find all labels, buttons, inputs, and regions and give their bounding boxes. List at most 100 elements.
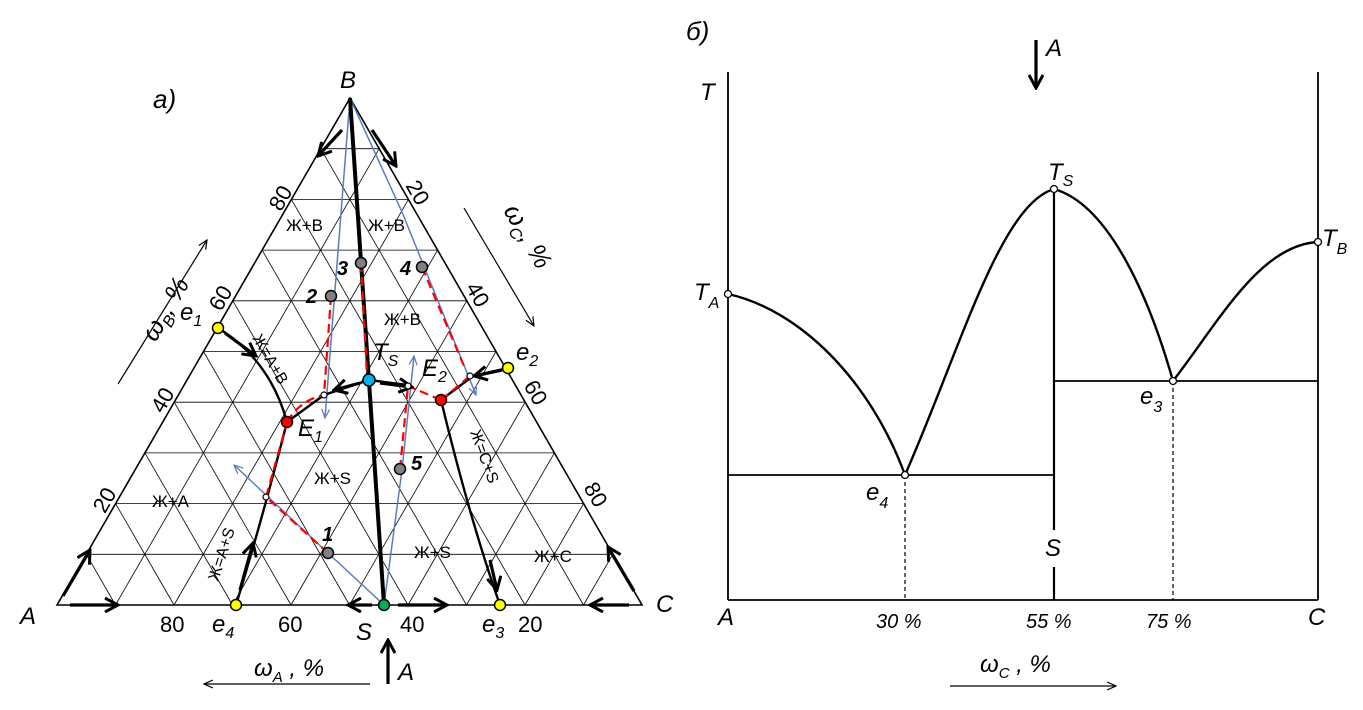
point-e4-binary [900,470,910,480]
point-ta [723,289,733,299]
point-1 [321,546,335,560]
direction-arrows [61,128,636,684]
compound-s-label: S [356,619,372,646]
svg-text:20: 20 [518,612,542,637]
special-points [211,256,515,612]
svg-text:60: 60 [204,281,238,315]
axis-c-label: ωC, % [494,199,558,276]
boundary-curves [217,326,509,606]
label-ta: TA [694,279,719,312]
vertex-c-label: C [656,591,674,618]
tie-lines [234,97,476,606]
label-e1: e1 [180,299,202,330]
point-tb [1313,237,1323,247]
point-E2 [434,393,448,407]
vertex-a-label: A [18,603,36,630]
svg-text:Ж+S: Ж+S [314,469,351,488]
join-line-b-s [348,97,386,606]
svg-text:Ж+B: Ж+B [384,310,421,329]
grid-line [115,503,175,606]
binary-diagram: б) T A TA TS TB e3 e4 S A C 30 % 55 % 75… [686,16,1348,686]
svg-text:2: 2 [305,286,317,308]
ternary-diagram: а) B A C S A 80 60 40 20 20 40 60 80 20 … [18,67,674,686]
x-end-c: C [1308,604,1326,631]
svg-text:3: 3 [337,258,348,280]
svg-text:80: 80 [264,181,298,215]
curve-labels: Ж=A+B Ж=A+S Ж=C+S [206,332,502,584]
grid-line [524,503,584,606]
svg-text:4: 4 [399,258,411,280]
ticks-a: 80 60 40 20 [160,612,542,637]
x-end-a: A [716,604,734,631]
x-tick-30: 30 % [876,611,922,633]
svg-text:60: 60 [278,612,302,637]
right-panel-label: б) [686,16,709,46]
region-labels: Ж+B Ж+B Ж+B Ж+A Ж+S Ж+S Ж+C [152,216,572,566]
grid-line [144,452,233,606]
label-E2: E2 [422,355,447,386]
point-5 [393,462,407,476]
label-tb: TB [1322,225,1348,258]
vertex-b-label: B [340,67,356,94]
point-e4 [229,598,243,612]
svg-text:Ж+B: Ж+B [286,216,323,235]
binary-points [723,184,1323,480]
point-e1 [211,321,225,335]
arrow-a-label: A [396,659,414,686]
grid-line [173,402,292,606]
label-E1: E1 [298,415,323,446]
point-e3-binary [1168,376,1178,386]
x-tick-55: 55 % [1026,611,1072,633]
grid-line [583,554,614,606]
point-e2 [501,361,515,375]
label-e4-binary: e4 [866,479,888,512]
axis-a-label: ωA , % [254,655,324,686]
svg-text:40: 40 [400,612,424,637]
point-4 [415,260,429,274]
grid-line [466,452,555,606]
svg-text:Ж+A: Ж+A [152,492,190,511]
point-2 [324,289,338,303]
grid-line [203,351,350,606]
liquidus-curves [727,187,1319,476]
svg-text:1: 1 [322,524,333,546]
point-ts-binary [1049,184,1059,194]
point-ts [362,373,376,387]
label-ts: TS [373,339,399,370]
label-e3: e3 [482,611,504,642]
y-axis-label: T [700,79,717,106]
axis-direction-arrows [117,207,534,684]
x-axis-label: ωC , % [980,651,1051,682]
x-tick-75: 75 % [1146,611,1192,633]
svg-text:Ж+S: Ж+S [414,543,451,562]
compound-s-binary-label: S [1045,535,1061,562]
svg-text:5: 5 [411,453,423,475]
point-s [377,598,391,612]
svg-text:Ж=C+S: Ж=C+S [466,428,501,486]
svg-text:80: 80 [160,612,184,637]
point-e3 [493,598,507,612]
svg-text:Ж+B: Ж+B [368,216,405,235]
grid-line [320,148,584,606]
point-E1 [280,415,294,429]
svg-text:40: 40 [146,383,180,417]
triangle-grid [85,148,614,606]
svg-text:40: 40 [461,278,495,312]
label-e3-binary: e3 [1140,383,1162,416]
grid-line [407,401,526,606]
label-ts-binary: TS [1048,159,1074,190]
left-panel-label: а) [153,84,176,114]
svg-text:Ж+C: Ж+C [534,547,572,566]
point-labels: 1 2 3 4 5 [305,258,423,546]
svg-text:20: 20 [88,483,122,517]
grid-line [261,249,467,606]
top-arrow-label: A [1044,35,1062,62]
label-e2: e2 [516,339,538,370]
point-3 [354,256,368,270]
grid-line [232,249,438,606]
grid-line [115,148,380,606]
grid-line [85,554,116,606]
svg-text:80: 80 [579,478,613,512]
crystallization-paths [264,262,471,554]
